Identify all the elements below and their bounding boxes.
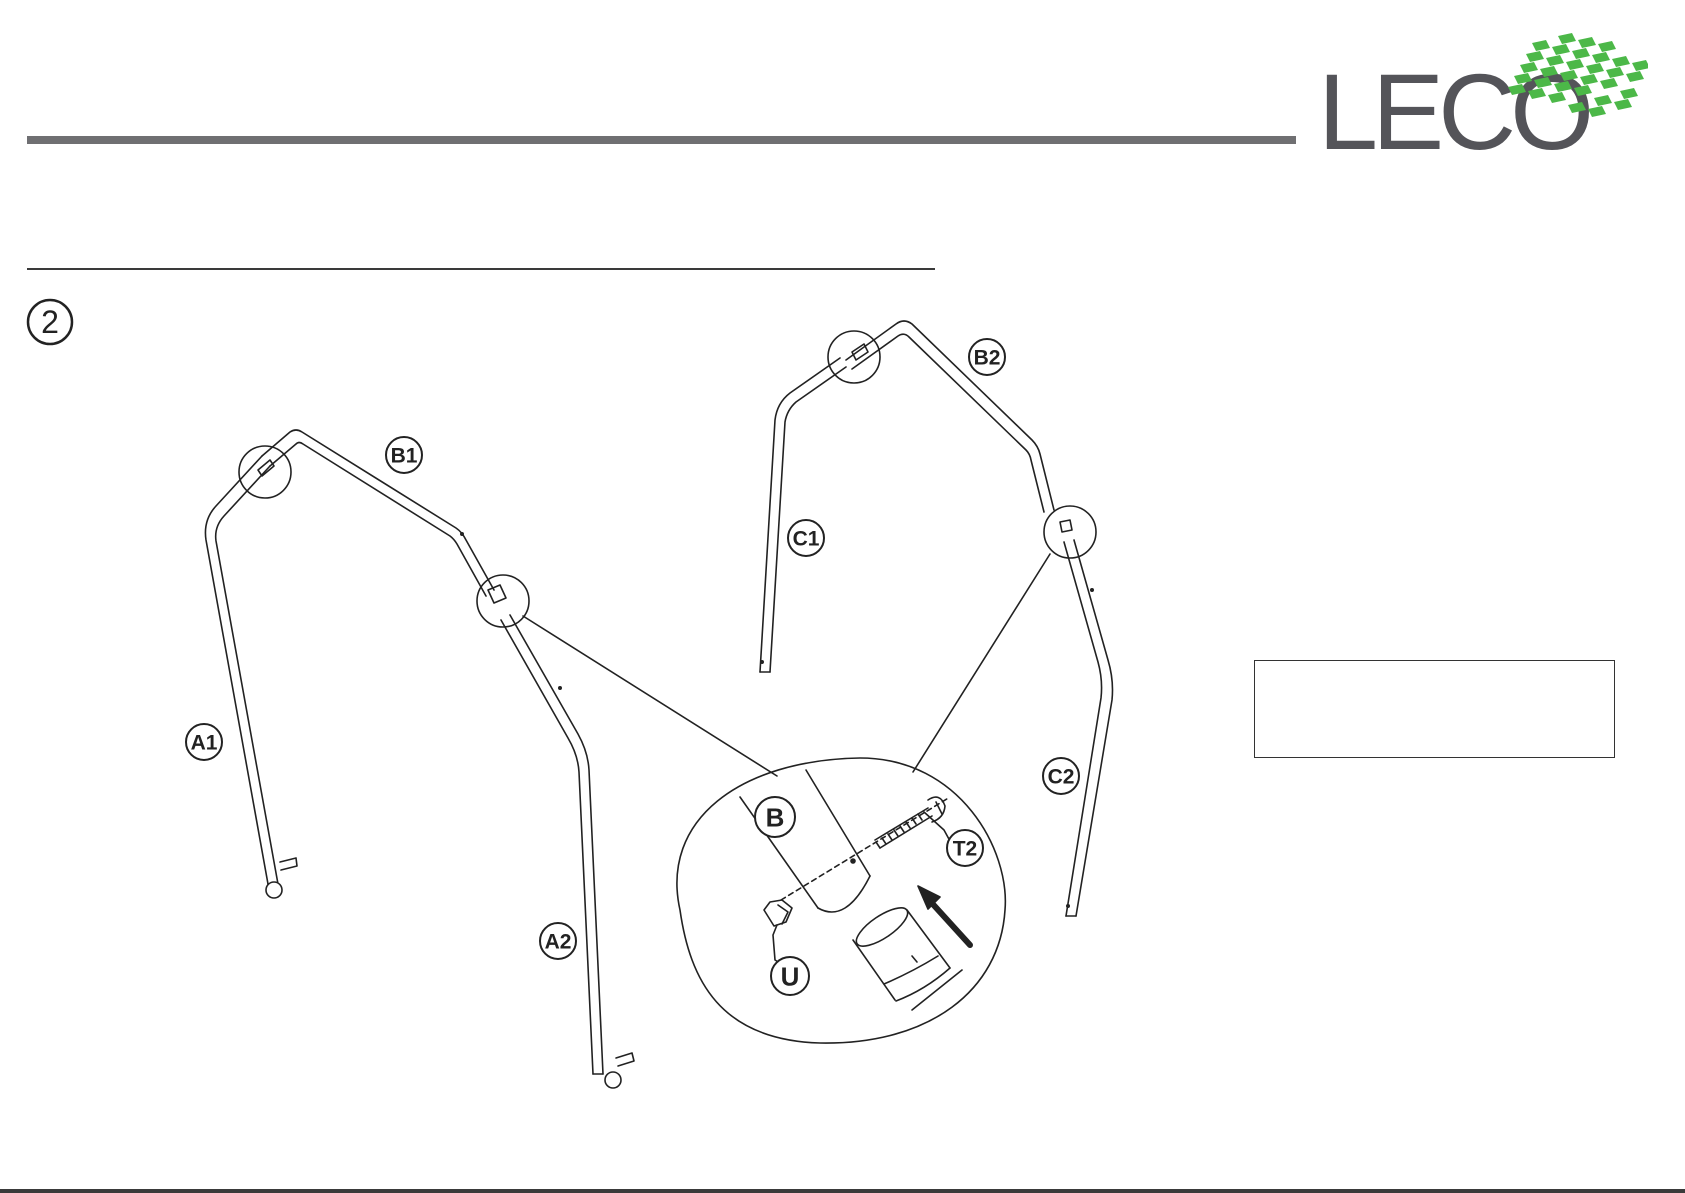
label-detail-u-text: U — [781, 961, 800, 991]
label-c2: C2 — [1043, 758, 1079, 794]
joint-circle-b1-a2 — [477, 575, 529, 627]
label-c1-text: C1 — [793, 528, 820, 551]
joint-circle-b2-c2 — [1044, 506, 1096, 558]
tube-c2 — [1064, 540, 1113, 916]
detail-view — [677, 758, 1005, 1043]
tube-a1 — [205, 456, 297, 898]
label-c2-text: C2 — [1048, 766, 1075, 789]
label-a1-text: A1 — [191, 732, 218, 755]
label-detail-b: B — [755, 797, 795, 837]
label-b1-text: B1 — [391, 445, 418, 468]
label-b2: B2 — [969, 339, 1005, 375]
note-box — [1254, 660, 1615, 758]
joint-end-a1 — [258, 460, 274, 476]
detail-tube-b — [740, 770, 870, 912]
label-a1: A1 — [186, 724, 222, 760]
leader-line-left — [523, 616, 777, 776]
label-c1: C1 — [788, 520, 824, 556]
label-detail-b-text: B — [766, 802, 785, 832]
label-detail-u: U — [771, 957, 809, 995]
label-detail-t2-text: T2 — [953, 838, 978, 861]
label-detail-t2: T2 — [947, 830, 983, 866]
label-a2: A2 — [540, 923, 576, 959]
nut-u — [764, 900, 792, 966]
label-b2-text: B2 — [974, 347, 1001, 370]
label-b1: B1 — [386, 437, 422, 473]
tube-b1 — [262, 430, 506, 603]
tube-c1 — [760, 344, 868, 672]
label-a2-text: A2 — [545, 931, 572, 954]
leader-line-right — [913, 554, 1050, 772]
tube-a2 — [501, 615, 634, 1088]
